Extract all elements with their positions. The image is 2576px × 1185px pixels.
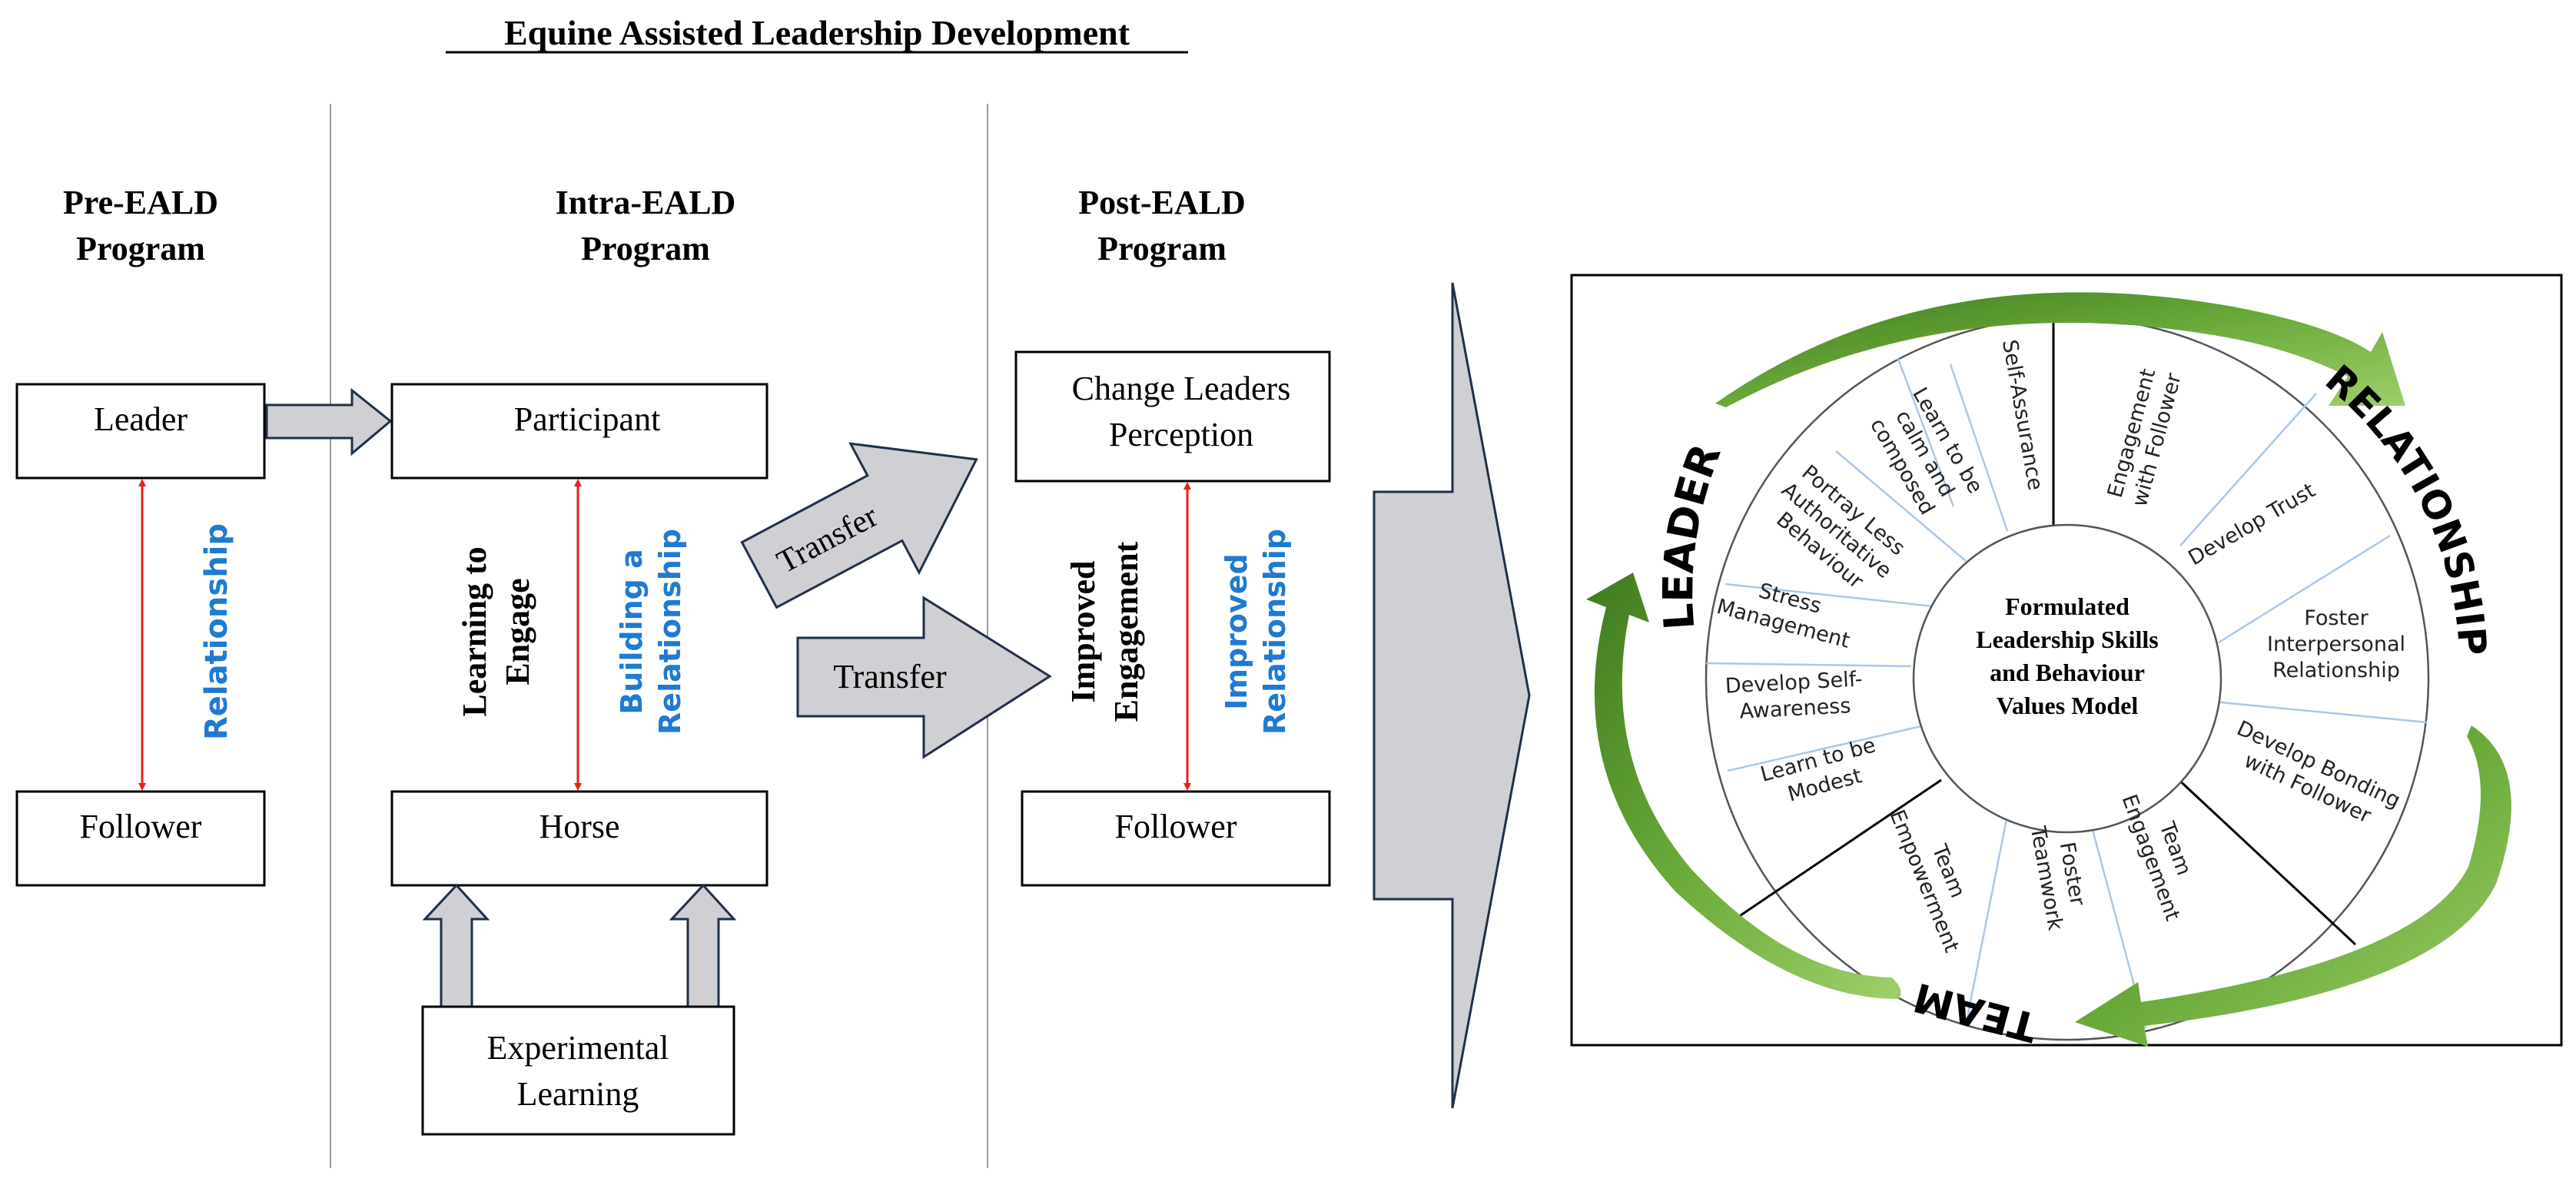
phase-header-pre: Pre-EALD Program xyxy=(63,184,218,267)
phase-pre-line2: Program xyxy=(76,230,205,267)
phase-intra-line1: Intra-EALD xyxy=(556,184,736,221)
experimental-up-arrow-left xyxy=(422,883,490,1008)
diagram-title: Equine Assisted Leadership Development xyxy=(504,13,1130,52)
sector-label-line: Foster xyxy=(2304,606,2369,630)
big-chevron-arrow xyxy=(1373,282,1531,1109)
improved-relationship-line2: Relationship xyxy=(1258,529,1292,735)
transfer-arrow-horizontal: Transfer xyxy=(796,596,1052,759)
change-line2: Perception xyxy=(1109,416,1253,453)
improved-engagement-line1: Improved xyxy=(1064,561,1102,703)
change-perception-box xyxy=(1014,350,1331,483)
horse-label: Horse xyxy=(539,808,619,845)
learning-to-engage-line1: Learning to xyxy=(456,546,493,716)
phase-post-line1: Post-EALD xyxy=(1078,184,1246,221)
horse-box xyxy=(390,790,768,887)
experimental-learning-box xyxy=(421,1005,735,1136)
building-relationship-line2: Relationship xyxy=(653,529,687,735)
sector-label-line: Interpersonal xyxy=(2267,632,2405,656)
phase-intra-line2: Program xyxy=(581,230,710,267)
sector-dividers xyxy=(1705,358,2428,1029)
change-line1: Change Leaders xyxy=(1072,370,1291,407)
learning-to-engage-line2: Engage xyxy=(499,578,536,685)
phase-pre-line1: Pre-EALD xyxy=(63,184,218,221)
follower-pre-box xyxy=(15,790,266,887)
leader-box xyxy=(15,383,266,480)
experimental-line2: Learning xyxy=(517,1075,639,1113)
improved-relationship-line1: Improved xyxy=(1220,553,1253,710)
leader-to-participant-arrow xyxy=(265,387,393,456)
phase-post-line2: Program xyxy=(1097,230,1227,267)
follower-post-label: Follower xyxy=(1115,808,1237,845)
center-line2: Leadership Skills xyxy=(1976,626,2158,653)
wheel-center-circle xyxy=(1912,523,2222,834)
axis-line-bottom-right xyxy=(2173,775,2357,946)
follower-post-box xyxy=(1021,790,1331,887)
follower-pre-label: Follower xyxy=(80,808,202,845)
phase-header-post: Post-EALD Program xyxy=(1078,184,1246,267)
sector-label-line: Awareness xyxy=(1739,694,1851,724)
center-line3: and Behaviour xyxy=(1990,659,2145,686)
transfer-label-2: Transfer xyxy=(833,658,947,695)
experimental-line1: Experimental xyxy=(486,1029,669,1067)
leader-label: Leader xyxy=(94,400,188,438)
experimental-up-arrow-right xyxy=(669,883,737,1008)
center-line1: Formulated xyxy=(2005,592,2130,620)
green-arrow-right xyxy=(2075,725,2511,1047)
axis-line-bottom-left xyxy=(1738,778,1942,918)
participant-label: Participant xyxy=(514,400,661,438)
green-arrow-top xyxy=(1715,292,2405,407)
sector-label-line: Relationship xyxy=(2272,659,2400,682)
green-arrow-left xyxy=(1586,573,1901,999)
phase-header-intra: Intra-EALD Program xyxy=(556,184,736,267)
participant-box xyxy=(390,383,768,480)
building-relationship-line1: Building a xyxy=(615,549,649,714)
relationship-label: Relationship xyxy=(199,523,234,740)
improved-engagement-line2: Engagement xyxy=(1107,541,1145,722)
center-line4: Values Model xyxy=(1997,692,2139,719)
